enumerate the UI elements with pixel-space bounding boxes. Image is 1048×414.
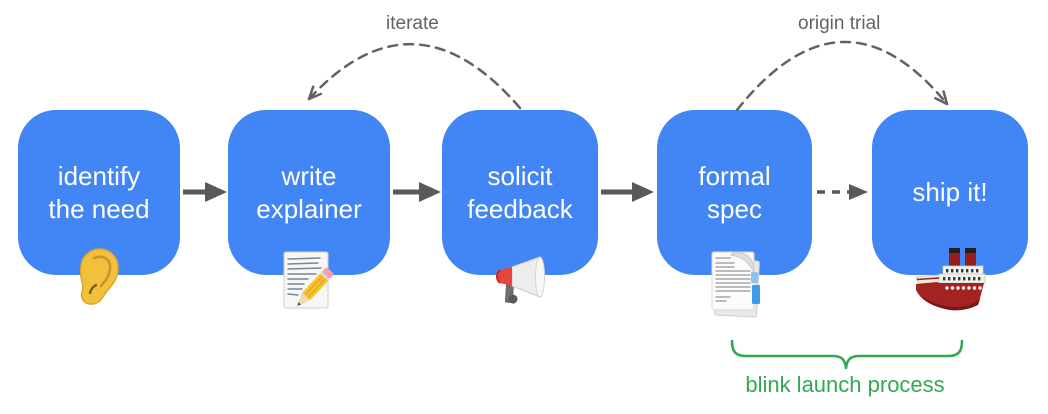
- arrow-solicit-to-spec: [601, 182, 654, 202]
- dashed-arrow-spec-to-ship: [817, 184, 868, 200]
- document-tabs-icon: [700, 248, 770, 330]
- megaphone-icon: [492, 255, 548, 319]
- node-label-line: explainer: [256, 193, 362, 224]
- node-ship-it: ship it!: [872, 110, 1028, 311]
- node-label-line: write: [281, 160, 337, 191]
- origin-trial-arc: [735, 40, 949, 112]
- blink-launch-process-label: blink launch process: [745, 372, 945, 397]
- arrow-identify-to-write: [183, 182, 227, 202]
- arrow-write-to-solicit: [393, 182, 441, 202]
- iterate-label: iterate: [386, 13, 439, 34]
- iterate-arc: [307, 42, 522, 110]
- node-label-line: the need: [48, 193, 150, 224]
- node-solicit-feedback: solicit feedback: [442, 110, 598, 304]
- node-label-line: identify: [57, 160, 141, 191]
- node-label-line: formal: [698, 160, 771, 191]
- blink-process-brace: [730, 339, 964, 370]
- node-label-line: spec: [707, 193, 762, 224]
- node-label-line: ship it!: [912, 177, 988, 207]
- origin-trial-label: origin trial: [798, 13, 881, 34]
- ear-icon: [77, 247, 121, 315]
- ship-icon: [913, 246, 987, 324]
- node-label-line: feedback: [467, 193, 573, 224]
- node-write-explainer: write explainer: [228, 110, 390, 309]
- node-label-line: solicit: [487, 160, 553, 191]
- node-formal-spec: formal spec: [657, 110, 812, 318]
- memo-pencil-icon: [278, 250, 340, 322]
- node-identify-the-need: identify the need: [18, 110, 180, 305]
